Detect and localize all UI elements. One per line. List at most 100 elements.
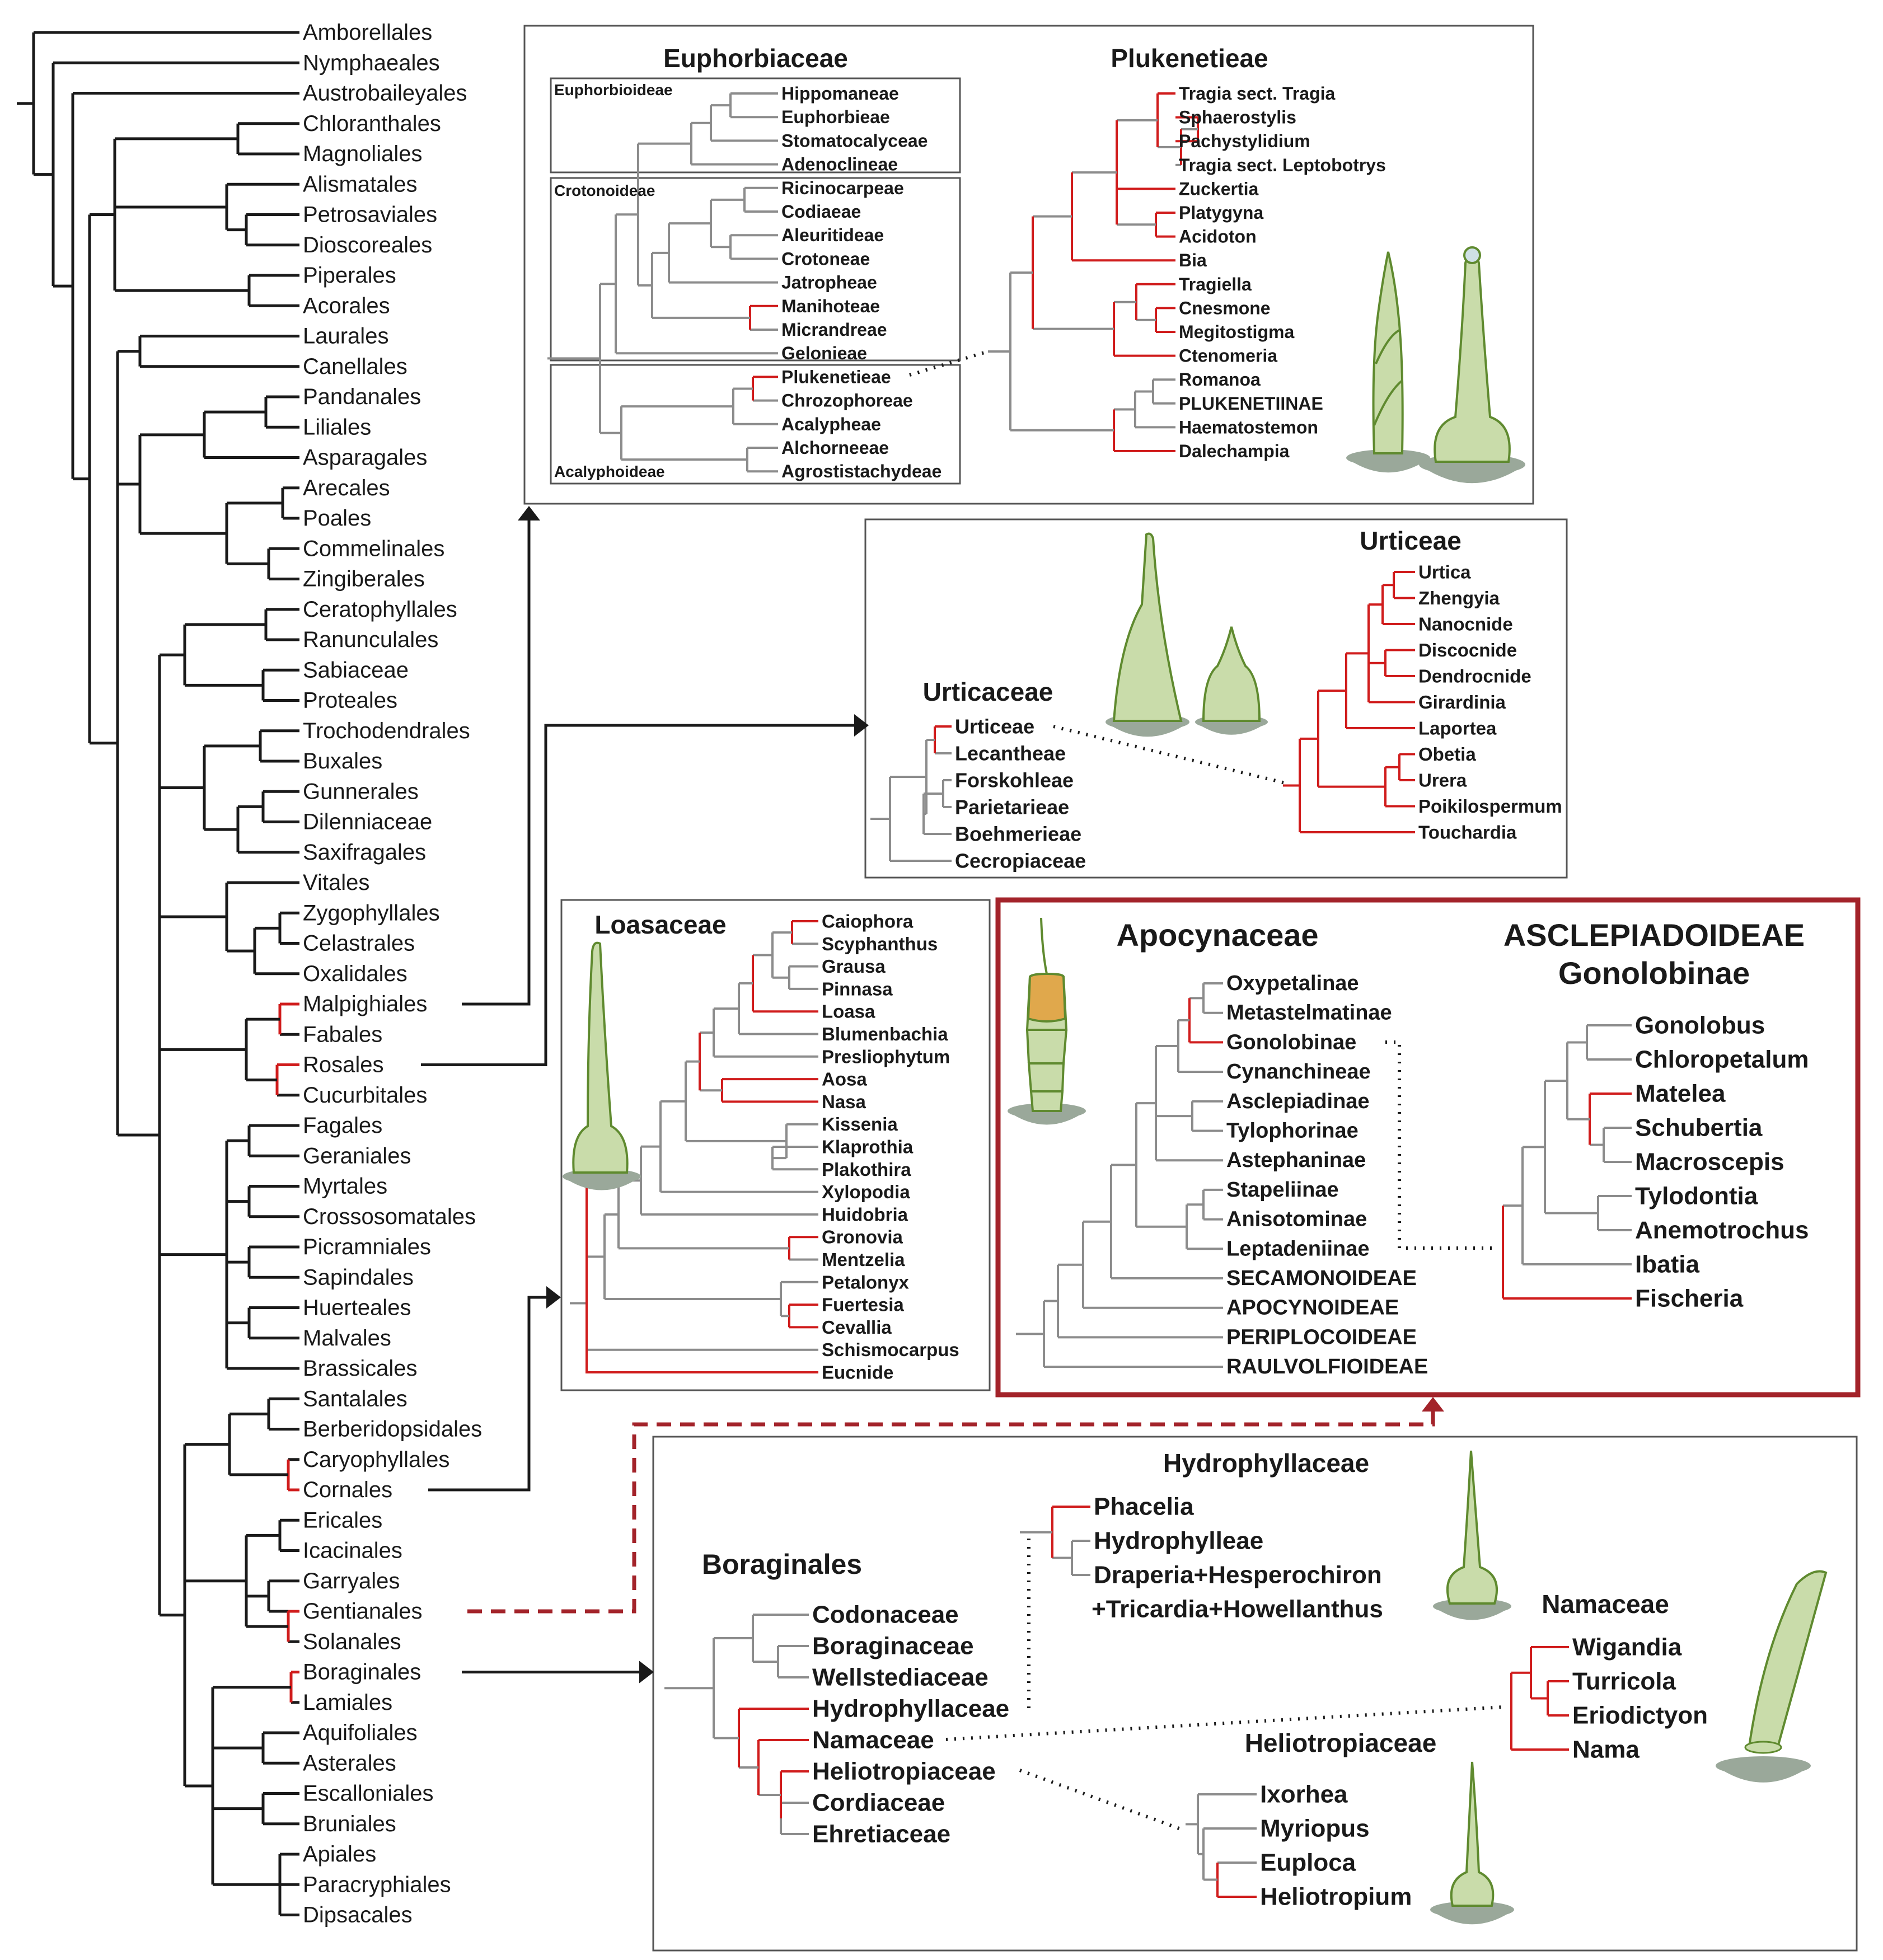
urticeae-title: Urticeae [1360, 526, 1462, 555]
angiosperm-taxon: Sapindales [303, 1265, 414, 1290]
namaceae-taxon: Nama [1572, 1736, 1640, 1764]
apocynaceae-hair-head [1027, 972, 1067, 1023]
small-hair-icon [1202, 626, 1261, 722]
apocynaceae-tip-labels: OxypetalinaeMetastelmatinaeGonolobinaeCy… [1226, 972, 1428, 1378]
angiosperm-taxon: Cornales [303, 1478, 392, 1502]
apocynaceae-panel [995, 897, 1861, 1398]
plukenetieae-taxon: Cnesmone [1179, 298, 1271, 318]
plukenetieae-title: Plukenetieae [1111, 44, 1268, 73]
angiosperm-taxon: Poales [303, 506, 371, 531]
crotonoideae-label: Crotonoideae [554, 182, 655, 199]
plukenetieae-link [909, 350, 989, 377]
angiosperm-taxon: Celastrales [303, 931, 415, 956]
gonolobinae-taxon: Fischeria [1635, 1285, 1744, 1312]
apocynaceae-taxon: Anisotominae [1226, 1208, 1367, 1231]
urticeae-tree [1283, 571, 1415, 833]
angiosperm-taxon: Cucurbitales [303, 1083, 427, 1108]
apocynaceae-tree [1016, 982, 1223, 1368]
angiosperm-taxon: Ceratophyllales [303, 597, 457, 622]
loasaceae-branch [585, 1135, 818, 1373]
boraginales-taxon: Boraginaceae [812, 1633, 974, 1660]
hydrophyllaceae-tip-labels: PhaceliaHydrophylleaeDraperia+Hesperochi… [1094, 1493, 1382, 1589]
apocynaceae-taxon: Astephaninae [1226, 1148, 1366, 1172]
loasaceae-title: Loasaceae [594, 910, 726, 939]
angiosperm-taxon: Liliales [303, 415, 371, 439]
hydrophyllaceae-taxon: Phacelia [1094, 1493, 1194, 1521]
plukenetieae-taxon: Acidoton [1179, 227, 1257, 247]
gonolobinae-taxon: Gonolobus [1635, 1012, 1765, 1039]
heliotropiaceae-tree [1186, 1793, 1257, 1898]
gonolobinae-title: Gonolobinae [1558, 955, 1750, 991]
crotonoideae-box [550, 177, 961, 362]
gonolobinae-tree [1502, 1024, 1632, 1300]
loasaceae-taxon: Nasa [822, 1091, 866, 1112]
angiosperm-taxon: Santalales [303, 1386, 407, 1411]
hair-tip-icon [1463, 246, 1481, 264]
euphorbiaceae-taxon: Acalypheae [781, 414, 881, 434]
loasaceae-tree [570, 920, 818, 1373]
rosales-connector [421, 724, 856, 1066]
plukenetieae-tree [988, 92, 1199, 452]
loasaceae-taxon: Pinnasa [822, 978, 893, 999]
angiosperm-taxon: Canellales [303, 354, 407, 379]
euphorbiaceae-taxon: Manihoteae [781, 296, 880, 316]
gentianales-arrowhead [1422, 1397, 1444, 1412]
heliotropiaceae-taxon: Myriopus [1260, 1815, 1370, 1842]
namaceae-link [945, 1705, 1503, 1741]
nama-hair-icon [1748, 1570, 1828, 1751]
angiosperm-taxon: Fagales [303, 1113, 382, 1138]
gonolobinae-taxon: Schubertia [1635, 1114, 1763, 1142]
plukenetieae-taxon: Zuckertia [1179, 179, 1258, 199]
urticeae-taxon: Laportea [1418, 718, 1497, 739]
euphorbiaceae-taxon: Plukenetieae [781, 367, 891, 387]
boraginales-taxon: Codonaceae [812, 1601, 959, 1629]
angiosperm-taxon: Apiales [303, 1842, 376, 1867]
euphorbiaceae-taxon: Codiaeae [781, 201, 861, 222]
loasaceae-tip-labels: CaiophoraScyphanthusGrausaPinnasaLoasaBl… [822, 911, 959, 1361]
apocynaceae-hair-segment [1025, 1029, 1068, 1065]
apocynaceae-taxon: Stapeliinae [1226, 1178, 1339, 1202]
apocynaceae-taxon: Leptadeniinae [1226, 1237, 1370, 1260]
angiosperm-taxon: Icacinales [303, 1539, 402, 1563]
angiosperm-taxon: Solanales [303, 1629, 401, 1654]
heliotropiaceae-taxon: Euploca [1260, 1849, 1356, 1877]
urticeae-taxon: Dendrocnide [1418, 666, 1531, 687]
apocynaceae-taxon: Cynanchineae [1226, 1060, 1371, 1084]
urticeae-link [1053, 725, 1288, 785]
loasa-hair-icon [572, 941, 629, 1174]
angiosperm-taxon: Sabiaceae [303, 658, 409, 682]
euphorbiaceae-taxon: Adenoclineae [781, 154, 898, 175]
angiosperm-taxon: Oxalidales [303, 962, 407, 986]
apocynaceae-taxon: PERIPLOCOIDEAE [1226, 1325, 1417, 1349]
euphorbiaceae-taxon: Hippomaneae [781, 83, 899, 104]
euphorbiaceae-taxon: Alchorneeae [781, 438, 889, 458]
euphorbiaceae-taxon: Chrozophoreae [781, 391, 913, 411]
loasaceae-taxon: Loasa [822, 1001, 875, 1022]
urticaceae-tip-labels: UrticeaeLecantheaeForskohleaeParietariea… [955, 715, 1086, 873]
plukenetieae-taxon: Tragia sect. Leptobotrys [1179, 155, 1386, 175]
namaceae-taxon: Turricola [1572, 1668, 1676, 1695]
acalyphoideae-box [550, 364, 961, 485]
loasaceae-taxon: Petalonyx [822, 1272, 910, 1292]
urticeae-taxon: Touchardia [1418, 822, 1517, 843]
acalyphoideae-label: Acalyphoideae [554, 463, 665, 480]
heliotropiaceae-taxon: Ixorhea [1260, 1781, 1348, 1808]
angiosperm-tip-labels: AmborellalesNymphaealesAustrobaileyalesC… [303, 20, 482, 1928]
gonolobinae-taxon: Ibatia [1635, 1251, 1699, 1278]
urticeae-tip-labels: UrticaZhengyiaNanocnideDiscocnideDendroc… [1418, 562, 1562, 843]
angiosperm-taxon: Arecales [303, 476, 390, 500]
apocynaceae-taxon: Metastelmatinae [1226, 1001, 1392, 1025]
hydrophyllaceae-taxon: +Tricardia+Howellanthus [1092, 1596, 1383, 1623]
cornales-connector [428, 1296, 549, 1492]
euphorbiaceae-taxon: Gelonieae [781, 343, 867, 363]
loasaceae-taxon: Eucnide [822, 1362, 893, 1383]
angiosperm-taxon: Commelinales [303, 536, 444, 561]
gonolobinae-taxon: Macroscepis [1635, 1148, 1784, 1176]
loasaceae-taxon: Gronovia [822, 1227, 903, 1248]
euphorbiaceae-taxon: Aleuritideae [781, 225, 884, 245]
nama-hair-base-ring [1744, 1741, 1782, 1754]
twisted-hair-icon [1372, 251, 1404, 454]
angiosperm-taxon: Acorales [303, 293, 390, 318]
euphorbiaceae-taxon: Crotoneae [781, 248, 870, 269]
